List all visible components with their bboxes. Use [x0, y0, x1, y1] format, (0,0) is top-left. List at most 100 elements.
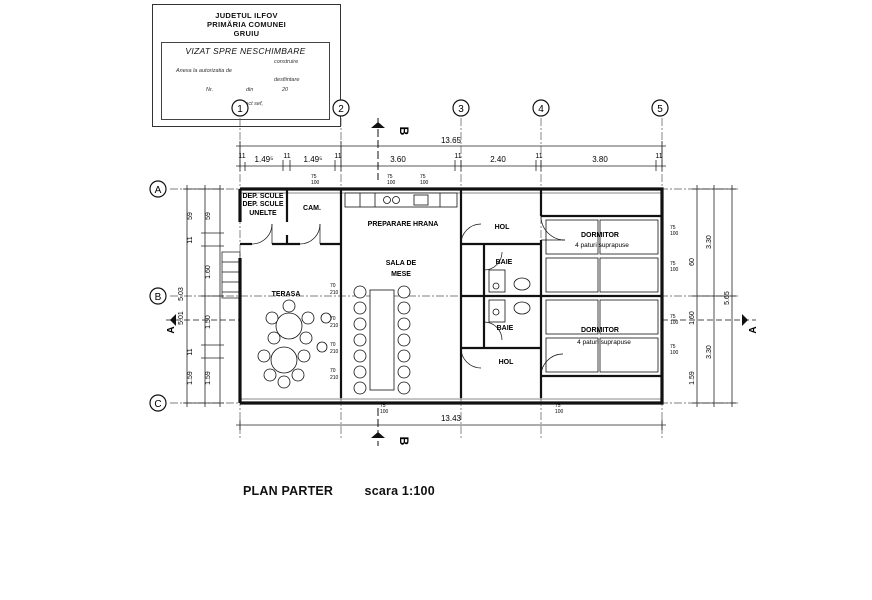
right-dim-2: 60 — [689, 258, 696, 266]
svg-text:2: 2 — [338, 104, 344, 115]
left-dim-1b: 59 — [205, 212, 212, 220]
room-hol-1: HOL — [495, 224, 511, 231]
wall-dim: 11 — [238, 153, 245, 160]
left-wall-dim: 11 — [187, 236, 194, 243]
svg-text:B: B — [397, 127, 411, 136]
door-swings — [251, 215, 566, 377]
grid-bubble-3: 3 — [452, 99, 470, 117]
left-dim-2: 1.60 — [205, 265, 212, 279]
room-sublabels: 4 paturi suprapuse 4 paturi suprapuse — [575, 242, 631, 346]
grid-bubble-B: B — [149, 287, 167, 305]
svg-text:100: 100 — [420, 180, 429, 186]
svg-text:75: 75 — [670, 344, 676, 350]
room-preparare: PREPARARE HRANA — [368, 221, 439, 228]
stamp-construire: construire — [274, 59, 299, 65]
svg-text:A: A — [748, 326, 759, 333]
svg-text:210: 210 — [330, 323, 339, 329]
svg-text:75: 75 — [670, 314, 676, 320]
top-dimensions — [236, 145, 666, 426]
room-unelte: UNELTE — [249, 210, 277, 217]
room-labels: DEP. SCULE DEP. SCULE UNELTE CAM. PREPAR… — [242, 193, 619, 366]
section-marker-a-right: A — [662, 314, 759, 334]
stamp-county: JUDETUL ILFOV — [215, 11, 278, 20]
svg-text:210: 210 — [330, 375, 339, 381]
top-total-dim: 13.65 — [441, 136, 462, 145]
svg-text:A: A — [166, 326, 177, 333]
right-dim-5: 1.59 — [689, 371, 696, 385]
interior-walls — [240, 189, 662, 398]
svg-text:100: 100 — [380, 409, 389, 415]
top-dim-5: 3.80 — [592, 155, 608, 164]
dormitor-1-beds: 4 paturi suprapuse — [575, 242, 629, 249]
section-marker-a-left: A — [166, 314, 240, 334]
stamp-nr: Nr. — [206, 87, 214, 93]
svg-text:75: 75 — [670, 225, 676, 231]
grid-bubble-1: 1 — [231, 99, 249, 117]
bottom-total-dim: 13.43 — [441, 414, 462, 423]
wall-dim: 11 — [334, 153, 341, 160]
left-wall-dim: 11 — [187, 348, 194, 355]
left-dimensions — [183, 185, 224, 407]
wall-dim: 11 — [283, 153, 290, 160]
right-dim-4: 3.30 — [706, 345, 713, 359]
section-marker-b-bottom: B — [371, 408, 411, 446]
svg-text:100: 100 — [670, 320, 679, 326]
svg-text:70: 70 — [330, 342, 336, 348]
stamp-din: din — [246, 87, 254, 93]
svg-text:C: C — [154, 399, 161, 410]
svg-text:75: 75 — [555, 403, 561, 409]
room-dormitor-1: DORMITOR — [581, 232, 619, 239]
right-dim-labels: 3.30 60 1.60 3.30 1.59 5.65 — [689, 235, 731, 385]
room-sala: SALA DE — [386, 260, 417, 267]
svg-text:210: 210 — [330, 290, 339, 296]
right-total: 5.65 — [724, 291, 731, 305]
stamp-arhitect: Arhitect sef, — [234, 101, 264, 107]
svg-text:210: 210 — [330, 349, 339, 355]
top-dim-4: 2.40 — [490, 155, 506, 164]
svg-text:75: 75 — [387, 174, 393, 180]
right-dim-1: 3.30 — [706, 235, 713, 249]
terrace-tables — [257, 299, 332, 389]
bunk-beds — [545, 219, 659, 373]
svg-text:1: 1 — [237, 104, 243, 115]
plan-scale: scara 1:100 — [364, 484, 435, 498]
stamp-year: 20 — [282, 87, 289, 93]
stamp-title: VIZAT SPRE NESCHIMBARE — [185, 46, 306, 56]
grid-bubble-A: A — [149, 180, 167, 198]
room-mese: MESE — [391, 271, 411, 278]
left-dim-4: 1.59 — [187, 371, 194, 385]
grid-bubble-C: C — [149, 394, 167, 412]
plan-title: PLAN PARTER — [243, 484, 334, 498]
svg-text:100: 100 — [387, 180, 396, 186]
svg-text:100: 100 — [555, 409, 564, 415]
left-total-b: 5.01 — [178, 311, 185, 325]
top-dim-1: 1.49⁵ — [255, 155, 274, 164]
svg-text:4: 4 — [538, 104, 544, 115]
wall-dim: 11 — [655, 153, 662, 160]
svg-text:70: 70 — [330, 283, 336, 289]
terrace-steps — [221, 251, 241, 299]
svg-text:75: 75 — [311, 174, 317, 180]
room-terasa: TERASA — [272, 291, 301, 298]
room-baie-1: BAIE — [496, 259, 513, 266]
right-dimensions — [692, 185, 736, 407]
svg-text:75: 75 — [670, 261, 676, 267]
wall-dim: 11 — [454, 153, 461, 160]
svg-text:B: B — [397, 437, 411, 446]
drawing-caption: PLAN PARTER scara 1:100 — [243, 484, 435, 498]
svg-text:75: 75 — [420, 174, 426, 180]
grid-bubble-2: 2 — [332, 99, 350, 117]
section-marker-b-top: B — [371, 118, 411, 180]
kitchen-counter — [344, 192, 458, 208]
stamp-commune: GRUIU — [233, 29, 260, 38]
stamp-anexa: Anexa la autorizatia de — [176, 68, 232, 74]
left-total-a: 5.03 — [178, 287, 185, 301]
bathroom-fixtures — [488, 269, 531, 323]
room-dep-scule: DEP. SCULE — [242, 193, 283, 200]
stamp-inner-box: VIZAT SPRE NESCHIMBARE construire Anexa … — [161, 42, 330, 120]
dimension-ticks — [239, 141, 663, 430]
top-dim-3: 3.60 — [390, 155, 406, 164]
grid-bubble-4: 4 — [532, 99, 550, 117]
